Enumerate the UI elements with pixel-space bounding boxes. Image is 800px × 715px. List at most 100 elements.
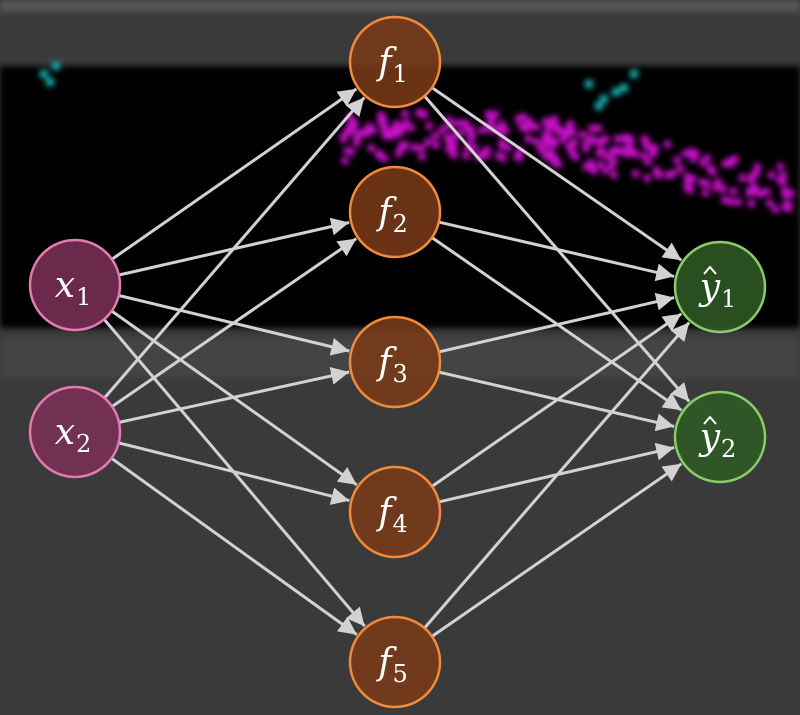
scatter-point <box>467 124 474 132</box>
scatter-point <box>418 153 426 161</box>
scatter-point <box>425 122 433 130</box>
scatter-point <box>651 145 659 152</box>
scatter-point <box>579 131 586 139</box>
scatter-point <box>498 142 506 150</box>
scatter-point <box>367 144 375 152</box>
scatter-point <box>772 205 779 213</box>
scatter-point <box>387 130 395 138</box>
scatter-point <box>688 148 696 156</box>
scatter-point <box>673 156 681 164</box>
scatter-point <box>454 119 461 127</box>
node-subscript: 5 <box>393 660 408 688</box>
scatter-point <box>595 102 603 110</box>
scatter-point <box>432 132 440 140</box>
scatter-point <box>703 180 711 188</box>
node-symbol: x <box>55 265 75 306</box>
scatter-point <box>424 138 432 146</box>
scatter-point <box>522 125 530 133</box>
scatter-point <box>343 129 351 137</box>
edges <box>102 86 691 638</box>
scatter-point <box>396 124 404 132</box>
scatter-point <box>418 144 426 152</box>
node-x2: x2 <box>28 385 122 479</box>
scatter-point <box>525 117 533 125</box>
scatter-point <box>547 119 555 127</box>
scatter-point <box>664 171 672 179</box>
scatter-point <box>600 95 608 103</box>
scatter-point <box>550 115 558 123</box>
scatter-point <box>720 185 727 193</box>
scatter-point <box>596 149 603 157</box>
scatter-point <box>681 150 689 157</box>
node-f1: f1 <box>348 15 442 109</box>
node-subscript: 3 <box>393 360 408 388</box>
scatter-point <box>610 148 618 156</box>
scatter-point <box>779 172 787 180</box>
scatter-point <box>407 124 415 131</box>
scatter-point <box>553 127 561 135</box>
scatter-point <box>444 134 452 142</box>
scatter-point <box>375 150 383 158</box>
scatter-point <box>562 131 570 139</box>
scatter-point <box>348 121 356 128</box>
scatter-point <box>432 141 440 149</box>
node-label: y2 <box>698 417 737 463</box>
scatter-point <box>40 70 48 78</box>
scatter-point <box>566 122 573 130</box>
node-x1: x1 <box>28 238 122 332</box>
scatter-point <box>499 154 507 162</box>
scatter-point <box>585 80 593 88</box>
node-circle <box>348 315 442 409</box>
scatter-point <box>516 147 524 155</box>
edge-x2-f2 <box>111 237 358 408</box>
scatter-point <box>706 164 714 172</box>
node-f3: f3 <box>348 315 442 409</box>
scatter-point <box>470 144 478 152</box>
scatter-point <box>450 151 458 159</box>
scatter-point <box>487 117 495 124</box>
scatter-point <box>763 188 771 196</box>
scatter-point <box>381 126 389 134</box>
scatter-point <box>391 124 399 132</box>
scatter-point <box>631 150 639 158</box>
scatter-point <box>643 174 651 182</box>
scatter-point <box>543 118 550 126</box>
scatter-point <box>519 113 527 121</box>
scatter-point <box>399 124 407 132</box>
node-subscript: 1 <box>721 285 736 313</box>
scatter-point <box>698 178 706 186</box>
scatter-point <box>676 165 684 173</box>
scatter-point <box>609 157 617 165</box>
scatter-point <box>731 155 739 163</box>
scatter-point <box>776 176 784 184</box>
scatter-point <box>602 167 610 174</box>
node-y1: y1 <box>673 240 767 334</box>
node-circle <box>673 390 767 484</box>
scatter-point <box>730 187 738 195</box>
scatter-point <box>699 159 707 167</box>
scatter-point <box>52 62 60 70</box>
scatter-point <box>416 109 424 117</box>
scatter-point <box>518 123 526 131</box>
scatter-point <box>614 135 621 143</box>
node-circle <box>28 238 122 332</box>
scatter-point <box>410 143 418 151</box>
node-symbol: y <box>698 267 721 308</box>
scatter-point <box>514 115 522 123</box>
node-subscript: 2 <box>721 435 736 463</box>
scatter-point <box>623 150 630 158</box>
scatter-point <box>542 131 550 139</box>
scatter-point <box>692 150 700 157</box>
scatter-point <box>702 189 710 197</box>
scatter-point <box>498 129 506 137</box>
edge-f5-y1 <box>423 321 691 629</box>
scatter-point <box>377 117 385 125</box>
scatter-point <box>484 110 492 118</box>
scatter-point <box>756 190 764 198</box>
scatter-point <box>543 139 551 147</box>
scatter-point <box>402 119 410 127</box>
scatter-point <box>445 116 453 124</box>
scatter-point <box>461 119 469 127</box>
scatter-point <box>586 134 594 142</box>
